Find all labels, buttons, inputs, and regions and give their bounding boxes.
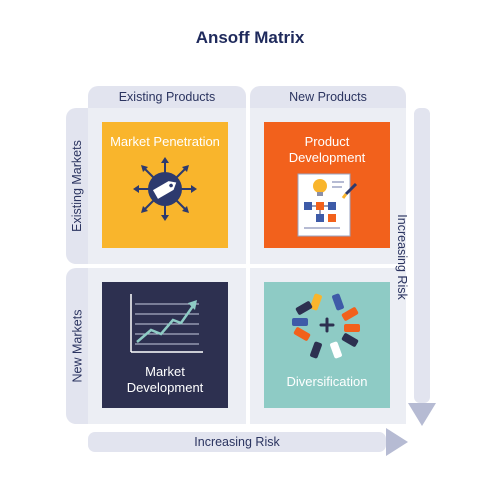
header-existing-markets: Existing Markets: [66, 108, 88, 264]
header-new-markets: New Markets: [66, 268, 88, 424]
horizontal-risk-arrow: [88, 428, 408, 456]
growth-chart-icon: [130, 294, 203, 353]
header-new-products: New Products: [250, 86, 406, 108]
quadrant-label: Market Development: [126, 364, 204, 395]
quadrant-diversification: Diversification: [264, 282, 390, 408]
page-title: Ansoff Matrix: [195, 28, 305, 47]
target-tag-icon: [133, 157, 197, 221]
quadrant-product-development: Product Development: [264, 122, 390, 248]
header-existing-markets-label: Existing Markets: [70, 140, 85, 232]
quadrant-label: Diversification: [286, 374, 368, 389]
vertical-risk-label: Increasing Risk: [395, 214, 409, 300]
tags-cluster-icon: [292, 293, 360, 359]
header-new-markets-label: New Markets: [70, 309, 84, 383]
quadrant-market-penetration: Market Penetration: [102, 122, 228, 248]
quadrant-label: Market Penetration: [110, 134, 220, 149]
header-existing-products: Existing Products: [88, 86, 246, 108]
quadrant-market-development: Market Development: [102, 282, 228, 408]
vertical-risk-arrow: [408, 108, 436, 426]
blueprint-lightbulb-icon: [297, 173, 358, 237]
horizontal-risk-label: Increasing Risk: [194, 435, 280, 449]
quadrant-label: Product Development: [288, 134, 366, 165]
